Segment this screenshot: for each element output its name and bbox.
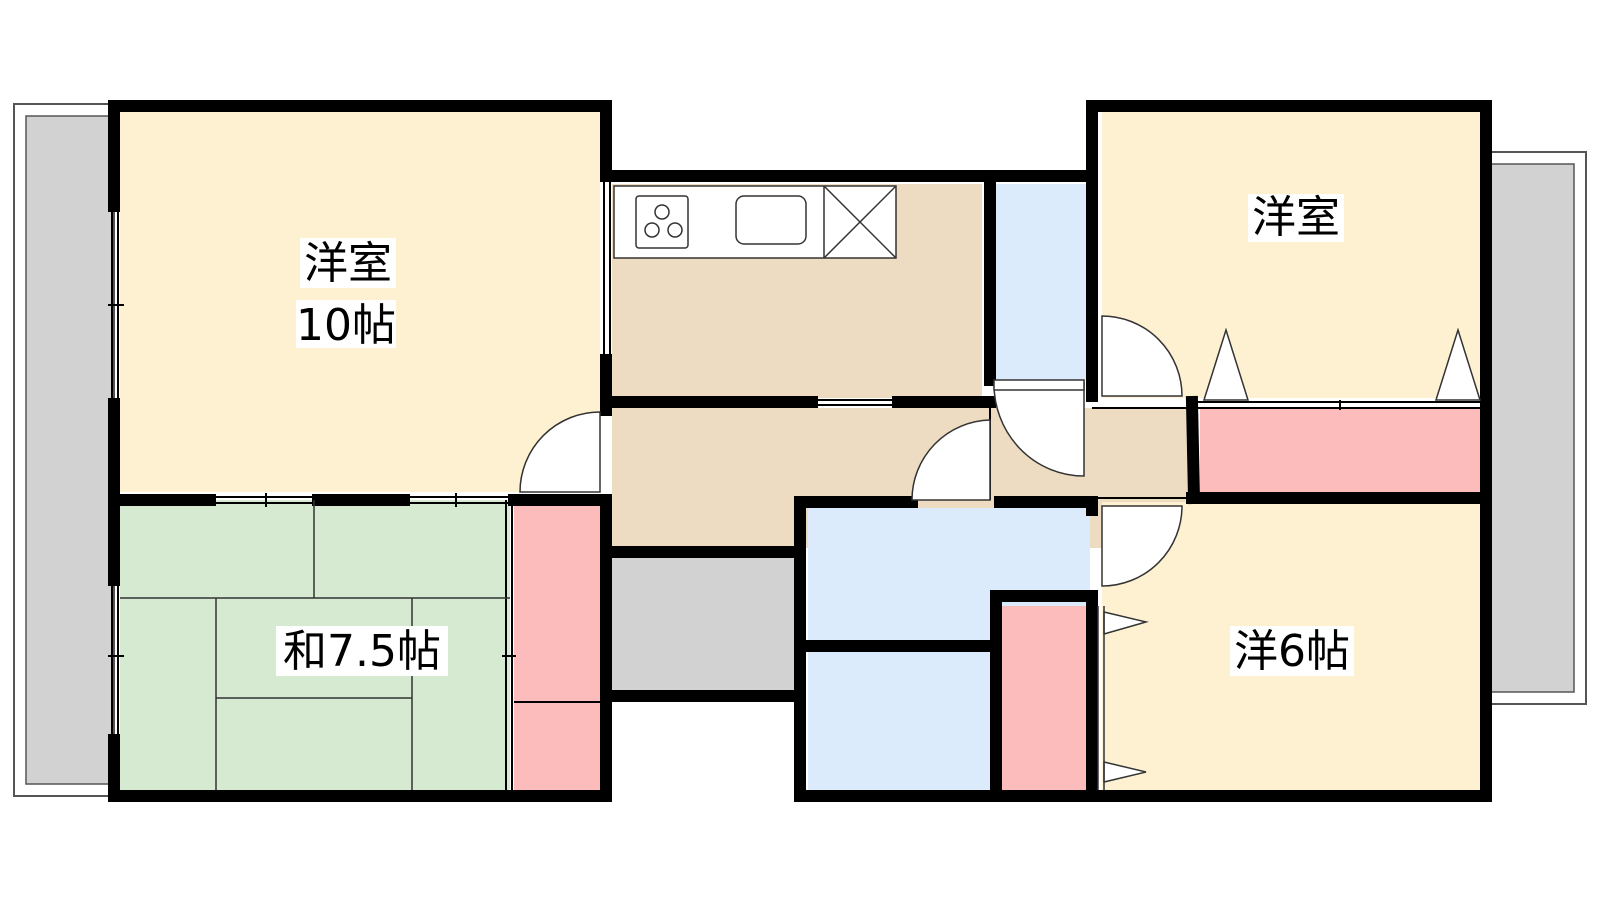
closet-japanese bbox=[514, 500, 600, 790]
room-size-western-10: 10帖 bbox=[296, 300, 396, 351]
label-western-6: 洋6帖 bbox=[1230, 626, 1354, 677]
balcony-east bbox=[1489, 151, 1587, 705]
closet-doors bbox=[1097, 327, 1482, 790]
room-label-western-6: 洋6帖 bbox=[1234, 626, 1350, 677]
kitchen-counter bbox=[613, 185, 897, 259]
label-japanese: 和7.5帖 bbox=[276, 626, 448, 677]
room-name-western-ne: 洋室 bbox=[1252, 192, 1340, 243]
door-swings bbox=[519, 315, 1183, 587]
closet-ne bbox=[1200, 408, 1480, 492]
windows-and-thin-lines bbox=[108, 168, 1480, 790]
label-western-ne: 洋室 bbox=[1248, 192, 1344, 243]
label-western-10: 洋室 10帖 bbox=[296, 238, 396, 351]
closet-west-6 bbox=[1000, 606, 1090, 790]
storage-gray bbox=[612, 558, 800, 690]
walls bbox=[108, 100, 1492, 802]
room-label-japanese: 和7.5帖 bbox=[283, 626, 441, 677]
toilet bbox=[990, 184, 1090, 380]
balcony-west bbox=[13, 103, 115, 797]
room-name-western-10: 洋室 bbox=[304, 238, 392, 289]
bathroom bbox=[808, 652, 990, 790]
